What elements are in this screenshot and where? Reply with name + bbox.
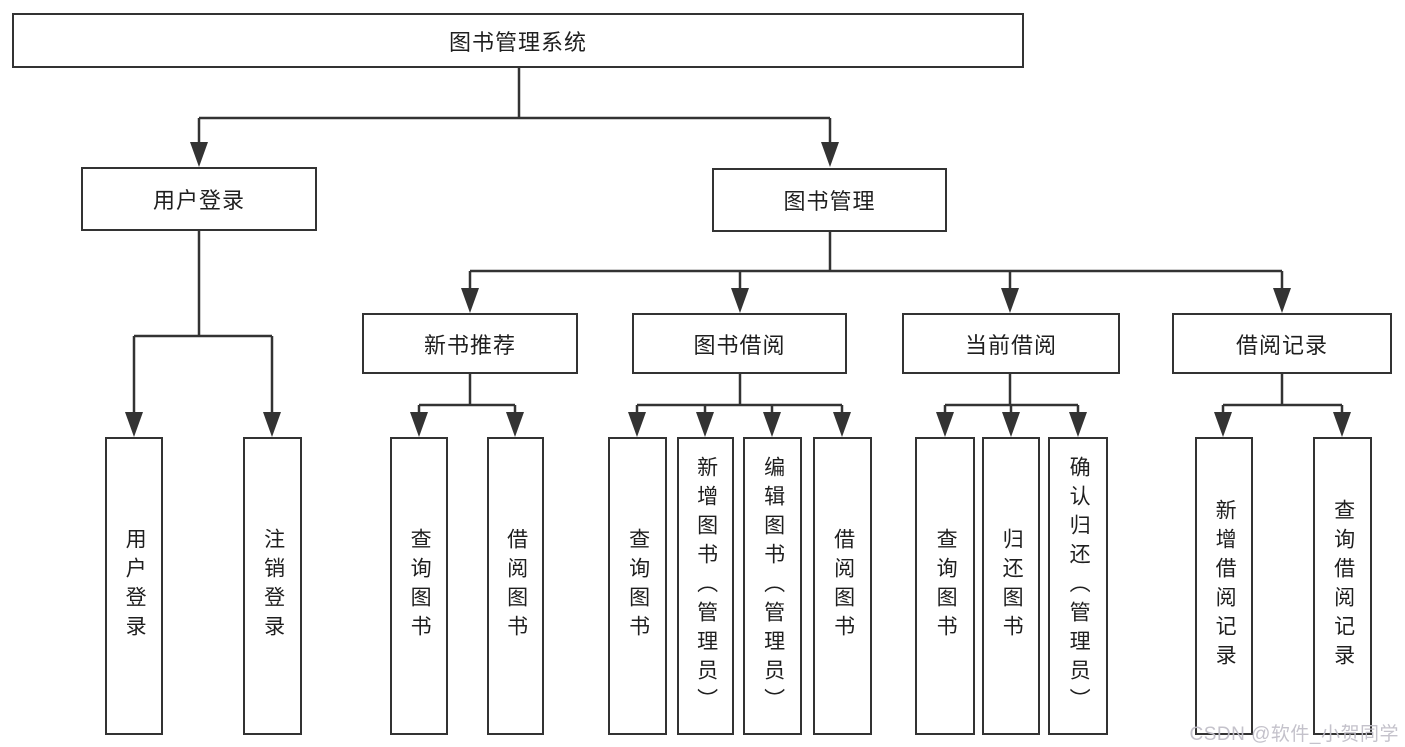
node-label: 新增图书（管理员） xyxy=(694,455,718,717)
leaf-add-book-admin: 新增图书（管理员） xyxy=(677,437,734,735)
node-label: 图书管理系统 xyxy=(448,29,587,55)
node-label: 编辑图书（管理员） xyxy=(761,455,785,717)
leaf-query-books-recommend: 查询图书 xyxy=(390,437,448,735)
node-label: 用户登录 xyxy=(152,188,245,213)
node-label: 查询图书 xyxy=(626,528,650,644)
leaf-confirm-return-admin: 确认归还（管理员） xyxy=(1048,437,1108,735)
node-label: 图书管理 xyxy=(783,189,876,214)
node-label: 借阅图书 xyxy=(831,528,855,644)
node-label: 当前借阅 xyxy=(964,332,1057,358)
node-book-borrowing: 图书借阅 xyxy=(632,313,847,374)
node-book-management: 图书管理 xyxy=(712,168,947,232)
leaf-edit-book-admin: 编辑图书（管理员） xyxy=(743,437,802,735)
node-current-borrowing: 当前借阅 xyxy=(902,313,1120,374)
node-label: 图书借阅 xyxy=(693,332,786,358)
node-label: 查询图书 xyxy=(934,528,958,644)
node-label: 归还图书 xyxy=(1000,528,1024,644)
leaf-user-login: 用户登录 xyxy=(105,437,163,735)
node-label: 借阅记录 xyxy=(1235,332,1328,358)
arrowhead-icons xyxy=(125,142,1351,437)
node-label: 注销登录 xyxy=(261,528,285,644)
csdn-watermark: CSDN @软件_小贺同学 xyxy=(1189,724,1399,745)
node-label: 新增借阅记录 xyxy=(1213,499,1237,673)
node-label: 借阅图书 xyxy=(504,528,528,644)
leaf-query-books-borrowing: 查询图书 xyxy=(608,437,667,735)
node-user-login-branch: 用户登录 xyxy=(81,167,317,231)
node-label: 查询借阅记录 xyxy=(1331,499,1355,673)
node-borrowing-records: 借阅记录 xyxy=(1172,313,1392,374)
leaf-borrow-books-borrowing: 借阅图书 xyxy=(813,437,872,735)
leaf-query-borrow-record: 查询借阅记录 xyxy=(1313,437,1372,735)
node-new-book-recommend: 新书推荐 xyxy=(362,313,578,374)
node-label: 查询图书 xyxy=(408,528,432,644)
leaf-return-book: 归还图书 xyxy=(982,437,1040,735)
node-label: 用户登录 xyxy=(123,528,147,644)
leaf-logout: 注销登录 xyxy=(243,437,302,735)
leaf-add-borrow-record: 新增借阅记录 xyxy=(1195,437,1253,735)
node-label: 确认归还（管理员） xyxy=(1067,455,1091,717)
leaf-query-books-current: 查询图书 xyxy=(915,437,975,735)
node-label: 新书推荐 xyxy=(423,332,516,358)
node-root-system: 图书管理系统 xyxy=(12,13,1024,68)
leaf-borrow-books-recommend: 借阅图书 xyxy=(487,437,544,735)
